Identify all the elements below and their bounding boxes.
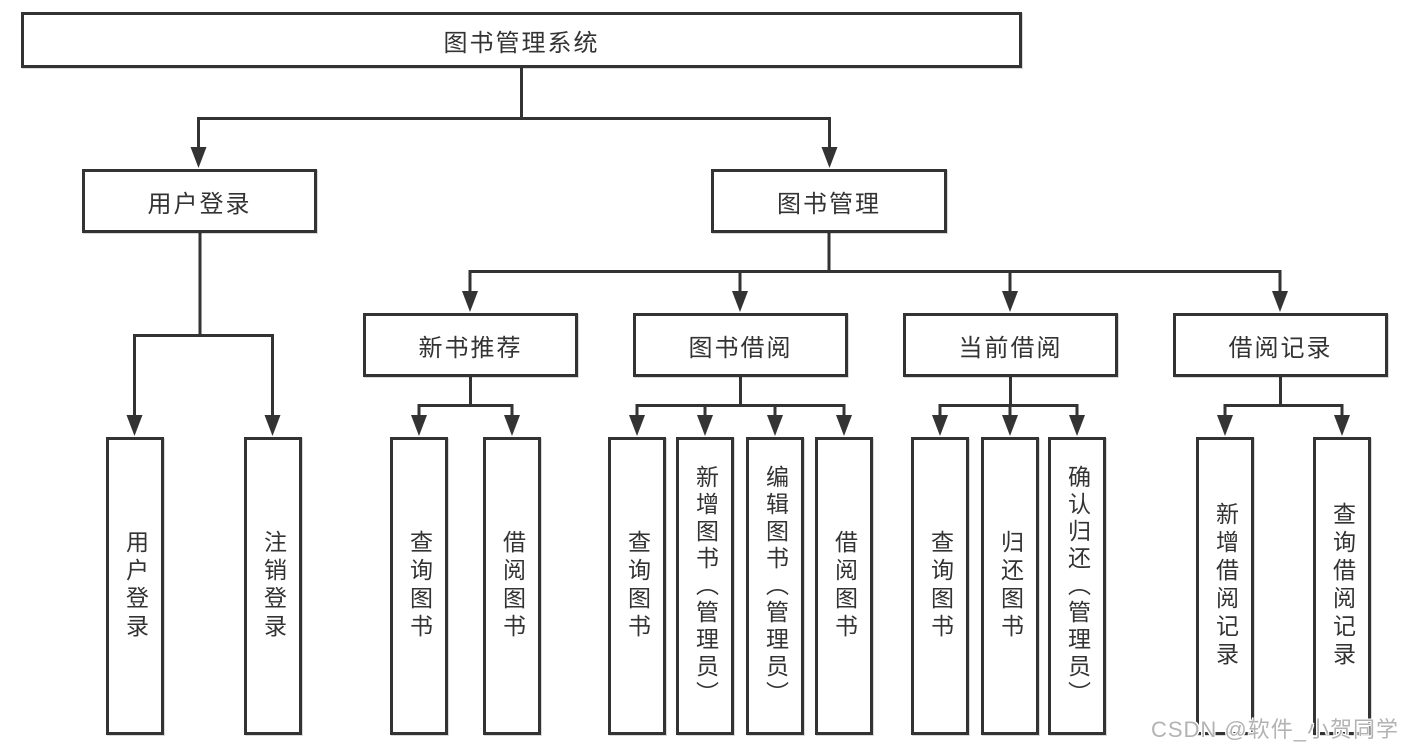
node-current-borrowing: 当前借阅 (903, 313, 1118, 377)
leaf-query-books-borrowing: 查询图书 (608, 437, 666, 735)
leaf-add-book-admin: 新增图书（管理员） (676, 437, 734, 735)
leaf-query-books-current: 查询图书 (911, 437, 969, 735)
leaf-confirm-return-admin: 确认归还（管理员） (1048, 437, 1106, 735)
leaf-logout: 注销登录 (244, 437, 302, 735)
leaf-edit-book-admin: 编辑图书（管理员） (746, 437, 804, 735)
leaf-return-book: 归还图书 (981, 437, 1039, 735)
node-book-management: 图书管理 (711, 169, 947, 233)
leaf-add-borrow-record: 新增借阅记录 (1196, 437, 1254, 735)
leaf-borrow-books-borrowing: 借阅图书 (815, 437, 873, 735)
node-borrowing-records: 借阅记录 (1173, 313, 1388, 377)
node-new-book-recommend: 新书推荐 (363, 313, 578, 377)
node-user-login: 用户登录 (82, 169, 317, 233)
node-library-management-system: 图书管理系统 (21, 12, 1022, 68)
leaf-borrow-books-recommend: 借阅图书 (483, 437, 541, 735)
leaf-query-books-recommend: 查询图书 (390, 437, 448, 735)
csdn-watermark: CSDN @软件_小贺同学 (1150, 717, 1399, 742)
leaf-query-borrow-record: 查询借阅记录 (1313, 437, 1371, 735)
arrowhead-icons (126, 147, 1350, 436)
node-book-borrowing: 图书借阅 (633, 313, 848, 377)
leaf-user-login: 用户登录 (106, 437, 164, 735)
